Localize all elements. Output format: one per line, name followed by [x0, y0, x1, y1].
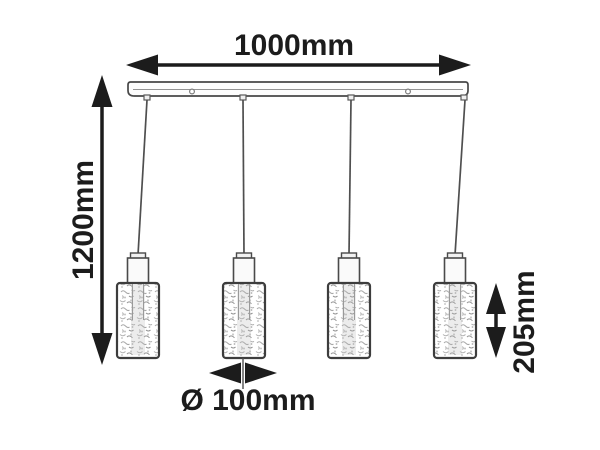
shade-inner-glow [342, 285, 356, 355]
shade-diameter-dimension: Ø 100mm [180, 358, 316, 417]
shade-diameter-dimension-label: Ø 100mm [180, 384, 315, 417]
arrow-right-head [245, 362, 277, 384]
lamp-socket [126, 257, 150, 284]
shade-diameter-dimension-arrow [209, 362, 277, 384]
shade-height-dimension-arrow [486, 283, 506, 358]
width-dimension: 1000mm [126, 29, 471, 76]
pendant-lamp-1 [115, 99, 161, 360]
arrow-up-head [486, 283, 506, 314]
cord-mount-2 [239, 94, 247, 101]
shade-inner-glow [131, 285, 145, 355]
pendant-lamp-2 [221, 99, 267, 360]
arrow-up-head [91, 75, 113, 107]
glass-shade [432, 281, 478, 360]
bar-screw-right [405, 88, 412, 95]
cord-mount-1 [143, 94, 151, 101]
bar-screw-left [189, 88, 196, 95]
shade-height-dimension: 205mm [486, 270, 541, 374]
pendant-lamp-4 [432, 99, 478, 360]
arrow-down-head [486, 327, 506, 358]
glass-shade [221, 281, 267, 360]
arrow-left-head [126, 54, 158, 76]
lamp-cord [348, 99, 352, 256]
width-dimension-label: 1000mm [234, 29, 354, 62]
shade-height-dimension-label: 205mm [508, 270, 541, 373]
lamp-cord [454, 99, 466, 256]
arrow-left-head [209, 362, 241, 384]
cord-mount-4 [460, 94, 468, 101]
cord-mount-3 [347, 94, 355, 101]
lamp-cord [137, 99, 148, 256]
ceiling-bar [127, 81, 469, 101]
width-dimension-arrow [126, 54, 471, 76]
lamp-socket [443, 257, 467, 284]
pendant-lamp-3 [326, 99, 372, 360]
glass-shade [115, 281, 161, 360]
shade-inner-glow [237, 285, 251, 355]
shade-inner-glow [448, 285, 462, 355]
lamp-cord [242, 99, 245, 256]
height-dimension-label: 1200mm [67, 160, 100, 280]
arrow-down-head [91, 333, 113, 365]
glass-shade [326, 281, 372, 360]
lamp-socket [337, 257, 361, 284]
arrow-right-head [439, 54, 471, 76]
height-dimension-arrow [91, 75, 113, 365]
lamp-socket [232, 257, 256, 284]
height-dimension: 1200mm [67, 75, 113, 365]
